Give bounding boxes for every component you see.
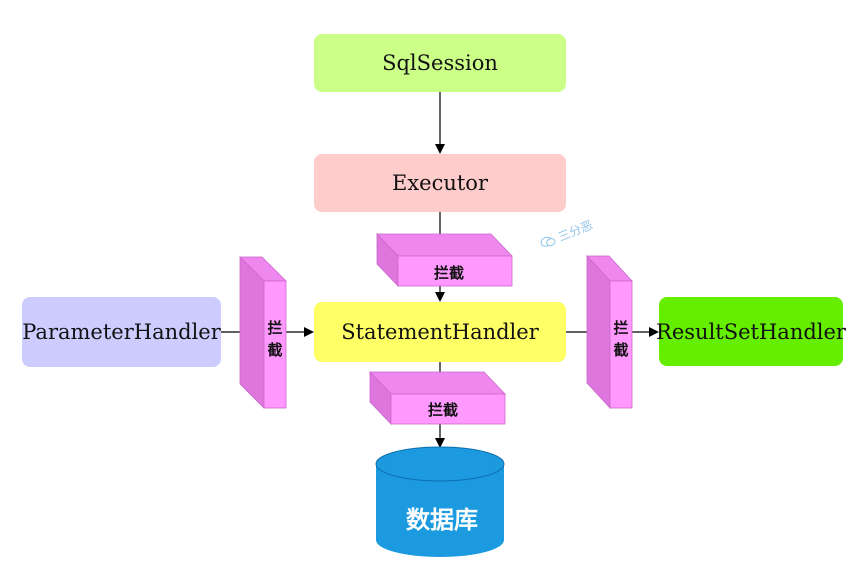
interceptor-label-parameter: 拦截 bbox=[267, 319, 283, 359]
interceptor-label-resultset: 拦截 bbox=[613, 319, 629, 359]
sqlsession-node: SqlSession bbox=[314, 34, 566, 92]
interceptor-label-database: 拦截 bbox=[428, 401, 459, 419]
wechat-icon bbox=[540, 236, 556, 247]
executor-node: Executor bbox=[314, 154, 566, 212]
database-cylinder bbox=[375, 446, 505, 557]
database-label: 数据库 bbox=[406, 506, 478, 534]
watermark: 三分恶 bbox=[538, 216, 595, 252]
interceptor-block-resultset bbox=[586, 254, 633, 410]
parameter-handler-node: ParameterHandler bbox=[22, 297, 221, 367]
interceptor-block-parameter bbox=[239, 256, 287, 409]
interceptor-block-executor bbox=[376, 233, 513, 287]
interceptor-label-executor: 拦截 bbox=[434, 264, 465, 282]
interceptor-block-database bbox=[369, 371, 506, 425]
statement-handler-node: StatementHandler bbox=[314, 302, 566, 362]
result-set-handler-node: ResultSetHandler bbox=[656, 297, 846, 366]
